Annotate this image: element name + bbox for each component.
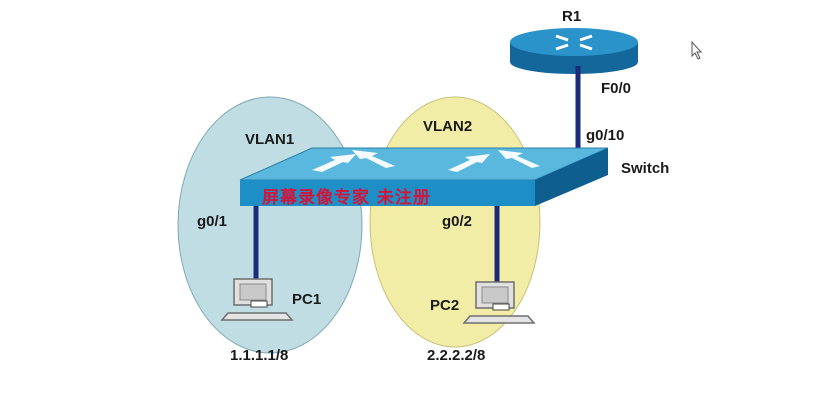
router-icon: [510, 28, 638, 74]
switch-icon: [239, 147, 609, 206]
switch-name-label: Switch: [621, 160, 670, 177]
pc2-ip-label: 2.2.2.2/8: [427, 347, 486, 364]
pc-icon: [462, 281, 536, 324]
pc1-label: PC1: [292, 291, 322, 308]
router-name-label: R1: [562, 8, 582, 25]
pc1-ip-label: 1.1.1.1/8: [230, 347, 289, 364]
switch-uplink-port-label: g0/10: [586, 127, 625, 144]
vlan1-label: VLAN1: [245, 131, 295, 148]
pc1-port-label: g0/1: [197, 213, 228, 230]
watermark-text: 屏幕录像专家 未注册: [262, 188, 431, 208]
mouse-cursor-icon: [691, 40, 703, 60]
vlan2-label: VLAN2: [423, 118, 473, 135]
pc-icon: [220, 278, 294, 321]
pc2-port-label: g0/2: [442, 213, 473, 230]
pc2-label: PC2: [430, 297, 460, 314]
router-port-label: F0/0: [601, 80, 632, 97]
